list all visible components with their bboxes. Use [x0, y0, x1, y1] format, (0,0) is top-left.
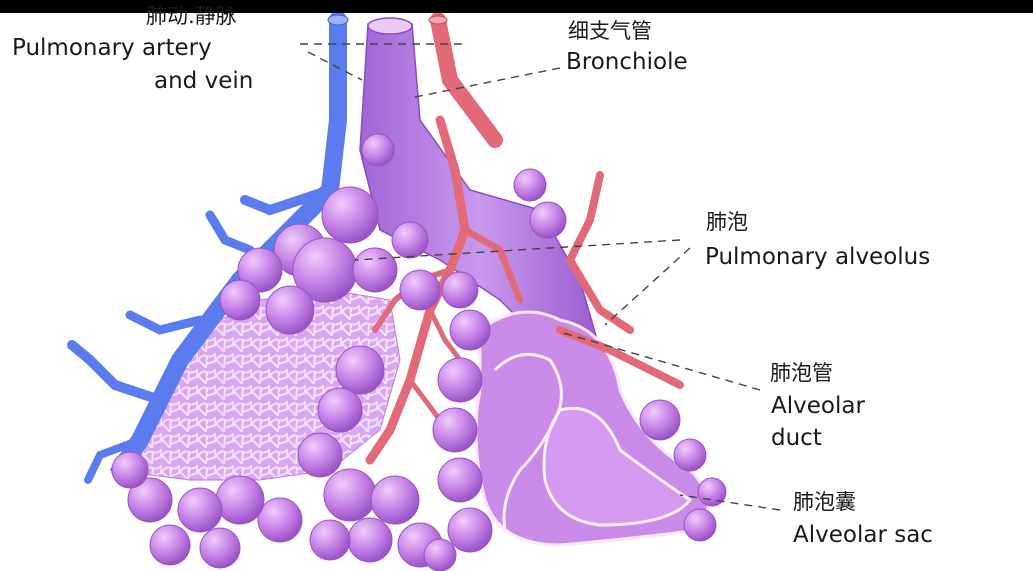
label-duct-zh: 肺泡管 [770, 363, 833, 384]
bronchiole-opening [368, 18, 412, 34]
bronchiole-tube [360, 24, 600, 360]
label-vessels-zh: 肺动.静脉 [146, 6, 237, 27]
label-bronchiole-zh: 细支气管 [568, 21, 652, 42]
label-duct-en-line2: duct [771, 427, 822, 450]
artery-opening [429, 16, 447, 24]
label-alveolus-en: Pulmonary alveolus [705, 246, 930, 269]
label-sac-zh: 肺泡囊 [793, 492, 856, 513]
label-bronchiole-en: Bronchiole [566, 51, 688, 74]
label-sac-en: Alveolar sac [793, 524, 933, 547]
label-duct-en-line1: Alveolar [771, 395, 865, 418]
label-vessels-en-line2: and vein [154, 70, 253, 93]
label-alveolus-zh: 肺泡 [706, 212, 748, 233]
vein-opening [328, 15, 348, 25]
label-vessels-en-line1: Pulmonary artery [12, 37, 212, 60]
